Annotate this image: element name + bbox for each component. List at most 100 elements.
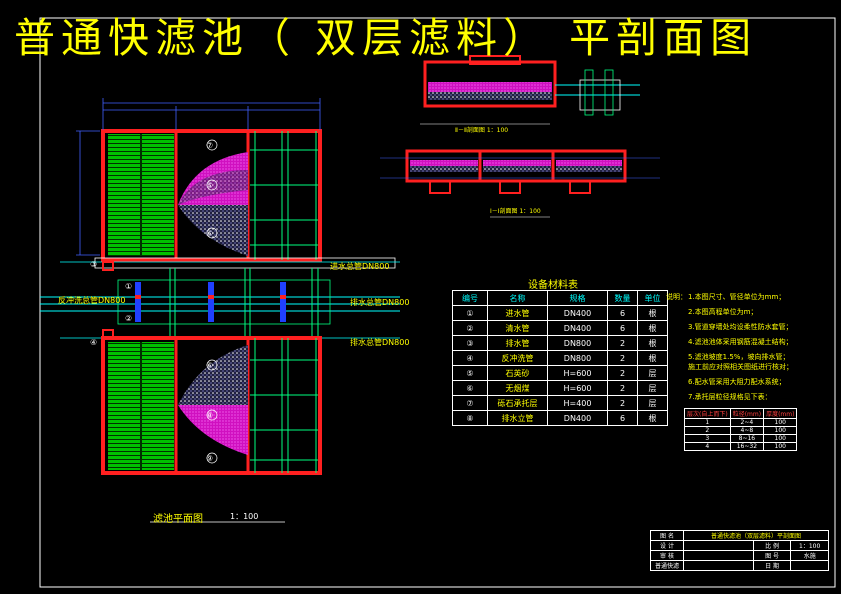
table-cell: 2 bbox=[607, 380, 638, 396]
table-cell: 层 bbox=[637, 365, 668, 381]
title-block-cell: 设 计 bbox=[650, 540, 684, 551]
table-cell: 4~8 bbox=[729, 426, 765, 435]
table-cell: 1 bbox=[684, 418, 731, 427]
table-cell: DN400 bbox=[547, 320, 608, 336]
table-cell: 根 bbox=[637, 320, 668, 336]
callout-9: ⑨ bbox=[206, 454, 214, 463]
equipment-header: 规格 bbox=[547, 290, 608, 306]
note-item: 3.管道穿墙处均设柔性防水套管； bbox=[688, 323, 793, 331]
callout-7-top: ⑦ bbox=[206, 141, 214, 150]
dimension-top bbox=[76, 98, 321, 256]
table-cell: ③ bbox=[452, 335, 488, 351]
title-block-row: 图 名 普通快滤池（双层滤料）平剖面图 bbox=[650, 530, 829, 541]
table-cell: ⑥ bbox=[452, 380, 488, 396]
table-cell: 清水管 bbox=[487, 320, 548, 336]
equipment-header-row: 编号 名称 规格 数量 单位 bbox=[452, 290, 668, 306]
table-cell: H=400 bbox=[547, 395, 608, 411]
notes-lead: 说明： bbox=[666, 293, 687, 301]
table-cell: 根 bbox=[637, 305, 668, 321]
table-cell: 2 bbox=[607, 335, 638, 351]
plan-scale: 1：100 bbox=[230, 512, 259, 521]
table-cell: 无烟煤 bbox=[487, 380, 548, 396]
table-cell: 100 bbox=[763, 434, 798, 443]
title-block-cell: 普通快滤 bbox=[650, 560, 684, 571]
title-block-row: 审 核 图 号 水施 bbox=[650, 550, 829, 561]
table-cell: ⑤ bbox=[452, 365, 488, 381]
note-item: 施工前应对照相关图纸进行核对； bbox=[688, 363, 793, 371]
callout-4: ④ bbox=[90, 338, 98, 347]
title-block-cell: 水施 bbox=[790, 550, 829, 561]
section-a-drawing bbox=[420, 55, 640, 125]
table-cell: 排水管 bbox=[487, 335, 548, 351]
table-cell: DN800 bbox=[547, 335, 608, 351]
table-cell: 2~4 bbox=[729, 418, 765, 427]
note-item: 6.配水管采用大阻力配水系统； bbox=[688, 378, 786, 386]
table-cell: 根 bbox=[637, 410, 668, 426]
title-block-cell bbox=[683, 550, 754, 561]
gravel-header-row: 层次(自上而下) 粒径(mm) 厚度(mm) bbox=[684, 408, 798, 419]
table-cell: 根 bbox=[637, 350, 668, 366]
note-item: 5.滤池坡度1.5%，坡向排水管； bbox=[688, 353, 790, 361]
table-cell: ④ bbox=[452, 350, 488, 366]
plan-top-filter bbox=[101, 129, 322, 262]
equipment-header: 数量 bbox=[607, 290, 638, 306]
title-block-cell bbox=[683, 560, 754, 571]
pipe-label-inlet: 进水总管DN800 bbox=[330, 262, 390, 271]
table-cell: 6 bbox=[607, 410, 638, 426]
table-cell: DN800 bbox=[547, 350, 608, 366]
table-cell: ① bbox=[452, 305, 488, 321]
table-cell: 石英砂 bbox=[487, 365, 548, 381]
pipe-label-backwash: 反冲洗总管DN800 bbox=[58, 296, 126, 305]
gravel-header: 粒径(mm) bbox=[729, 408, 765, 419]
table-cell: DN400 bbox=[547, 410, 608, 426]
section-a-caption: Ⅱ－Ⅱ剖面图 1：100 bbox=[455, 127, 509, 134]
pipe-label-clear: 排水总管DN800 bbox=[350, 338, 410, 347]
title-block-cell: 比 例 bbox=[752, 540, 792, 551]
table-cell: 100 bbox=[763, 426, 798, 435]
table-cell: 6 bbox=[607, 320, 638, 336]
callout-2: ② bbox=[125, 314, 133, 323]
table-cell: 16~32 bbox=[729, 442, 765, 451]
plan-title: 滤池平面图 bbox=[153, 514, 203, 525]
plan-bottom-filter bbox=[101, 336, 322, 475]
equipment-header: 编号 bbox=[452, 290, 488, 306]
table-cell: 6 bbox=[607, 305, 638, 321]
table-cell: 2 bbox=[607, 350, 638, 366]
table-cell: 层 bbox=[637, 395, 668, 411]
title-block-row: 普通快滤 日 期 bbox=[650, 560, 829, 571]
table-cell: ⑧ bbox=[452, 410, 488, 426]
table-cell: 层 bbox=[637, 380, 668, 396]
callout-6-top: ⑥ bbox=[206, 229, 214, 238]
title-block: 图 名 普通快滤池（双层滤料）平剖面图 设 计 比 例 1：100 审 核 图 … bbox=[650, 530, 829, 571]
title-block-cell bbox=[683, 540, 754, 551]
table-cell: DN400 bbox=[547, 305, 608, 321]
title-block-cell: 日 期 bbox=[752, 560, 792, 571]
table-cell: 2 bbox=[607, 395, 638, 411]
note-item: 2.本图高程单位为m； bbox=[688, 308, 758, 316]
section-b-caption: Ⅰ－Ⅰ剖面图 1：100 bbox=[490, 208, 541, 215]
sheet-border bbox=[39, 17, 836, 588]
note-item: 4.滤池池体采用钢筋混凝土结构； bbox=[688, 338, 793, 346]
callout-6-bottom: ⑥ bbox=[206, 361, 214, 370]
title-block-row: 设 计 比 例 1：100 bbox=[650, 540, 829, 551]
title-block-cell: 图 名 bbox=[650, 530, 684, 541]
table-cell: 2 bbox=[684, 426, 731, 435]
title-block-cell: 审 核 bbox=[650, 550, 684, 561]
title-block-cell: 1：100 bbox=[790, 540, 829, 551]
drawing-title-banner: 普通快滤池（ 双层滤料） 平剖面图 bbox=[14, 14, 758, 62]
table-cell: 3 bbox=[684, 434, 731, 443]
pipe-label-drain: 排水总管DN800 bbox=[350, 298, 410, 307]
